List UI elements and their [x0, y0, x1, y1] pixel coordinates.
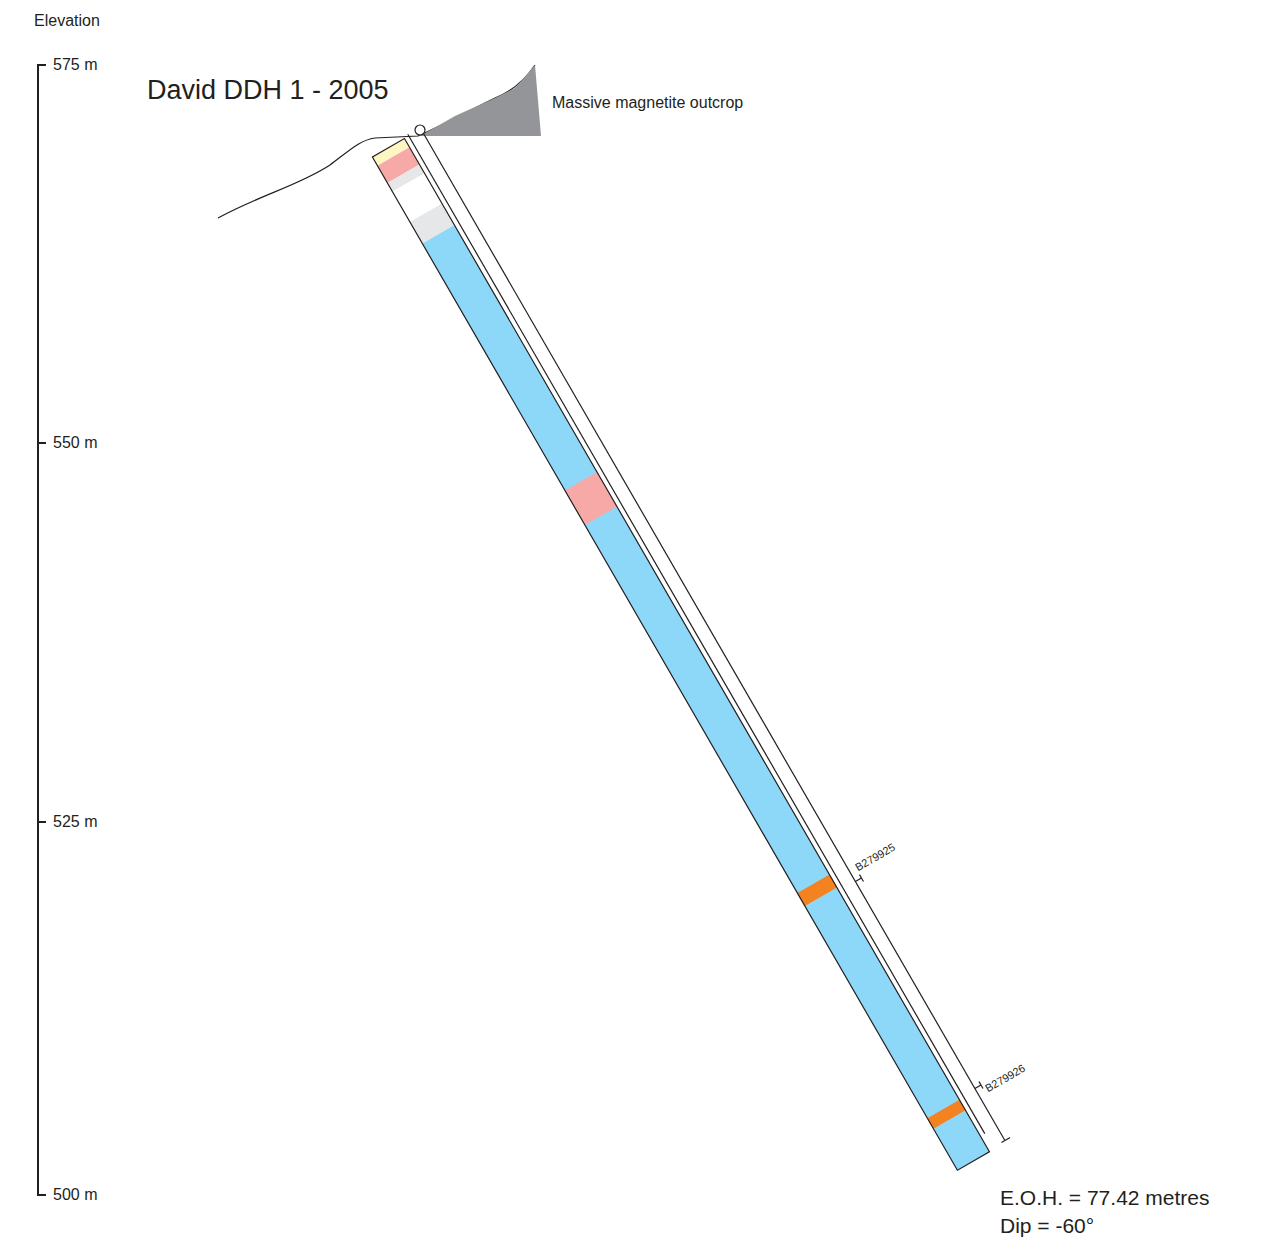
sample-number: B279925 — [853, 841, 897, 873]
elevation-value: 525 m — [53, 813, 97, 831]
collar-marker — [415, 125, 425, 135]
outcrop-label: Massive magnetite outcrop — [552, 94, 743, 112]
elevation-value: 575 m — [53, 56, 97, 74]
sample-number: B279926 — [983, 1062, 1027, 1094]
elevation-value: 500 m — [53, 1186, 97, 1204]
magnetite-outcrop — [420, 65, 541, 136]
hole-title: David DDH 1 - 2005 — [147, 76, 389, 106]
axis-title: Elevation — [34, 12, 100, 30]
hole-dip: Dip = -60° — [1000, 1214, 1094, 1237]
hole-length: E.O.H. = 77.42 metres — [1000, 1186, 1210, 1209]
drill-hole — [371, 124, 1012, 1170]
elevation-axis — [37, 64, 46, 1196]
elevation-value: 550 m — [53, 434, 97, 452]
